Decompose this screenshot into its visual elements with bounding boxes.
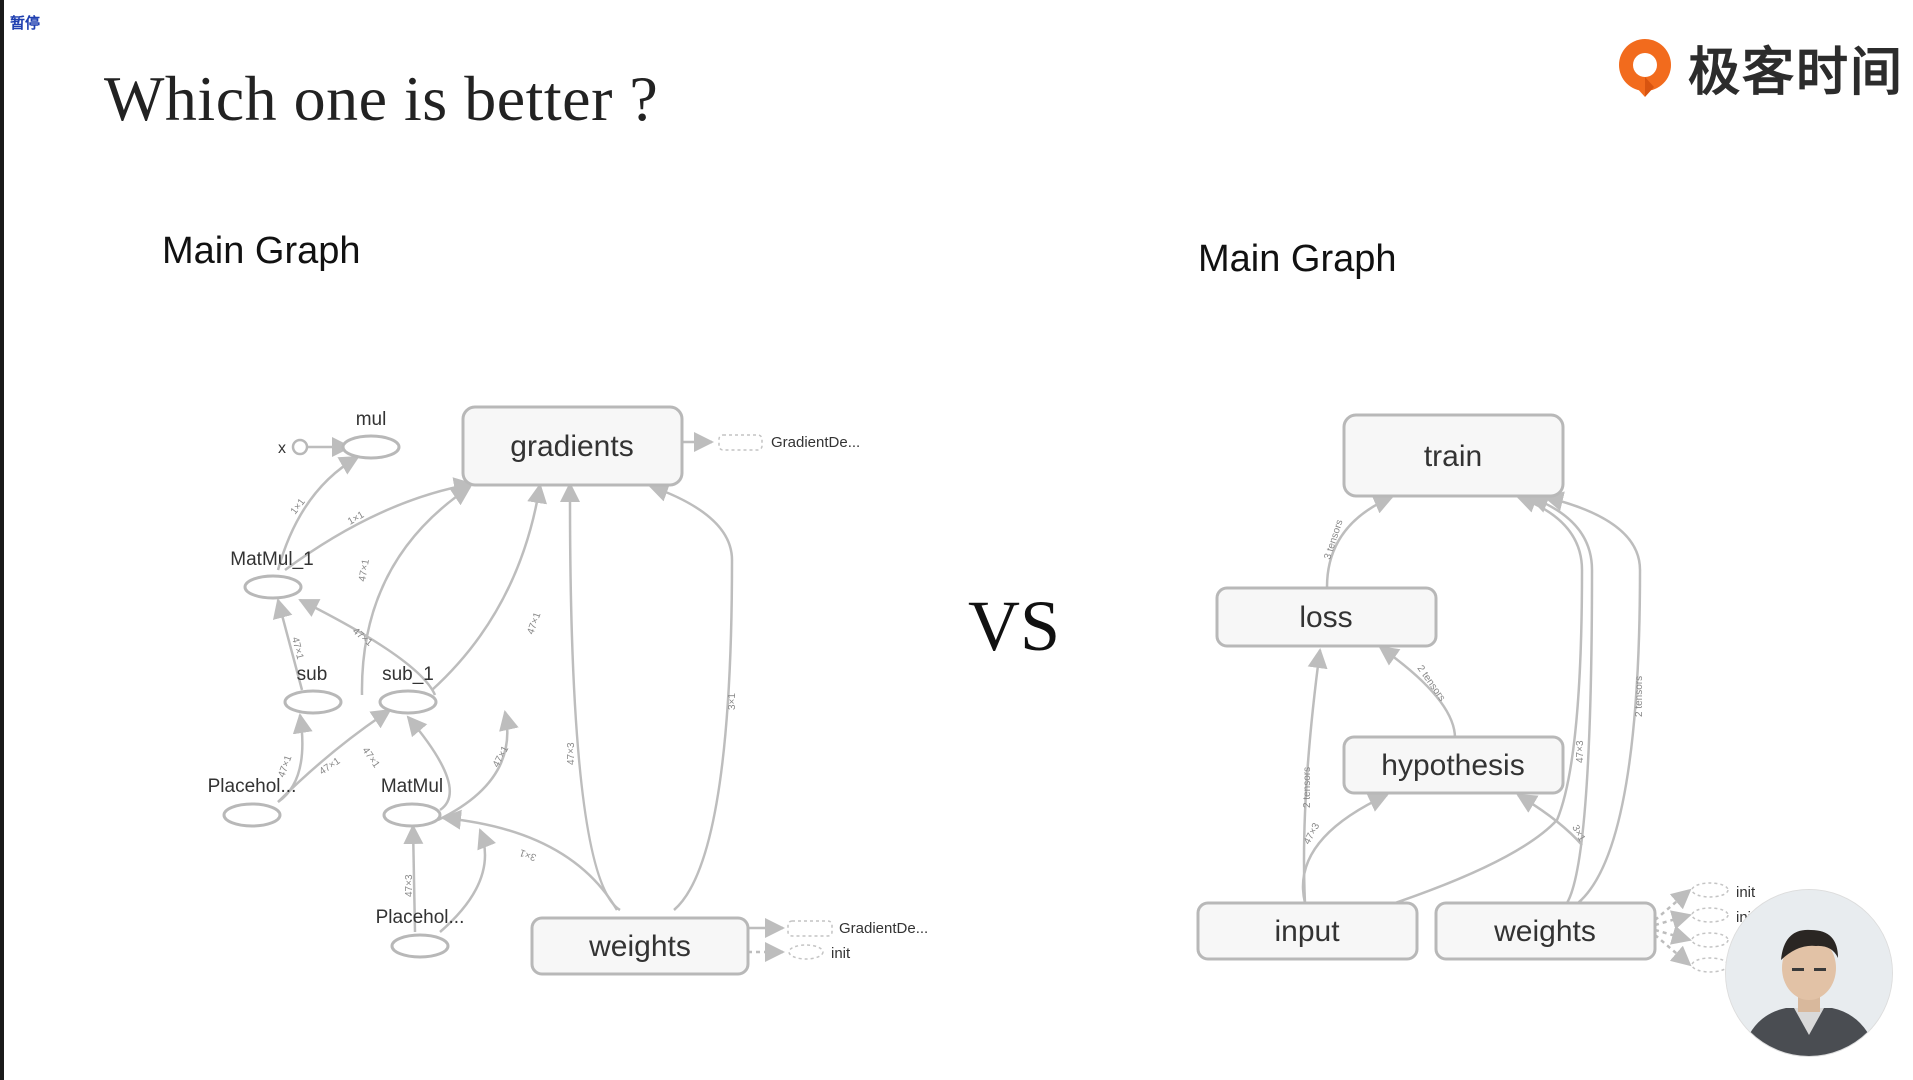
pause-badge[interactable]: 暂停 [10,14,41,32]
vs-label: VS [968,586,1061,666]
left-edge-bar [0,0,4,1080]
right-graph-title: Main Graph [1198,238,1397,280]
edge-label: 47×1 [525,611,543,636]
node-weights-left[interactable]: weights [530,916,750,976]
left-graph-title: Main Graph [162,230,361,272]
right-graph-edges [1301,491,1692,967]
brand-mark-icon [1619,38,1671,97]
node-placeholder-a[interactable]: Placehol... [208,776,297,828]
node-train-label: train [1424,440,1482,473]
node-placeholder-b-label: Placehol... [376,907,465,928]
node-loss-label: loss [1299,601,1352,634]
slide-title: Which one is better ? [104,63,659,134]
node-init-left-label: init [831,945,851,962]
node-mul[interactable]: mul [341,409,401,460]
node-sub-label: sub [297,664,328,685]
presenter-webcam [1725,889,1893,1057]
node-matmul-label: MatMul [381,776,443,797]
node-weights-left-label: weights [588,930,691,963]
node-init-right-3[interactable] [1691,932,1729,948]
node-gradients-label: gradients [510,430,633,463]
edge-label: 2 tensors [1415,663,1448,703]
node-hypothesis[interactable]: hypothesis [1342,735,1565,795]
presenter-avatar-icon [1726,890,1892,1056]
left-graph-edges [272,432,785,962]
node-input[interactable]: input [1196,901,1419,961]
right-graph: 3 tensors 2 tensors 2 tensors 47×3 47×3 … [1196,413,1756,973]
node-weights-right-label: weights [1493,915,1596,948]
edge-label: 47×1 [350,626,375,649]
node-init-right-1[interactable]: init [1691,882,1756,901]
node-gradient-descent-2[interactable]: GradientDe... [787,920,928,937]
node-init-right-1-label: init [1736,884,1756,901]
node-x[interactable]: x [278,438,309,457]
node-gradient-descent-1[interactable]: GradientDe... [718,434,860,451]
edge-label: 3 tensors [1322,518,1345,561]
edge-label: 47×3 [566,742,577,765]
node-gradients[interactable]: gradients [461,405,684,487]
brand-logo: 极客时间 [1612,30,1904,105]
node-sub[interactable]: sub [283,664,343,715]
brand-name: 极客时间 [1688,43,1905,103]
node-x-label: x [278,440,286,457]
node-input-label: input [1274,915,1340,948]
node-sub-1-label: sub_1 [382,664,434,685]
node-matmul-1[interactable]: MatMul_1 [230,549,314,600]
edge-label: 47×1 [360,745,382,770]
node-loss[interactable]: loss [1215,586,1438,648]
node-mul-label: mul [356,409,387,430]
node-matmul[interactable]: MatMul [381,776,443,828]
edge-label: 1×1 [289,496,308,516]
edge-label: 3×1 [727,693,738,710]
edge-label: 47×3 [404,874,415,897]
node-placeholder-a-label: Placehol... [208,776,297,797]
node-hypothesis-label: hypothesis [1381,749,1524,782]
edge-label: 47×3 [1575,740,1586,763]
node-matmul-1-label: MatMul_1 [230,549,313,570]
edge-label: 2 tensors [1634,676,1645,717]
node-gradient-descent-2-label: GradientDe... [839,920,928,937]
left-graph: 1×1 1×1 47×1 47×1 47×1 47×1 47×1 47×1 47… [208,405,928,976]
edge-label: 47×1 [318,756,343,778]
node-train[interactable]: train [1342,413,1565,498]
node-placeholder-b[interactable]: Placehol... [376,907,465,959]
node-init-right-4[interactable] [1691,957,1729,973]
right-edge-labels: 3 tensors 2 tensors 2 tensors 47×3 47×3 … [1302,518,1645,846]
edge-label: 47×1 [491,744,511,769]
node-gradient-descent-1-label: GradientDe... [771,434,860,451]
node-sub-1[interactable]: sub_1 [378,664,438,715]
left-edge-labels: 1×1 1×1 47×1 47×1 47×1 47×1 47×1 47×1 47… [276,496,738,897]
node-weights-right[interactable]: weights [1434,901,1657,961]
edge-label: 3×1 [518,846,538,862]
node-init-left[interactable]: init [788,944,851,962]
edge-label: 47×1 [357,558,372,583]
edge-label: 47×1 [289,636,305,661]
edge-label: 2 tensors [1302,767,1313,808]
